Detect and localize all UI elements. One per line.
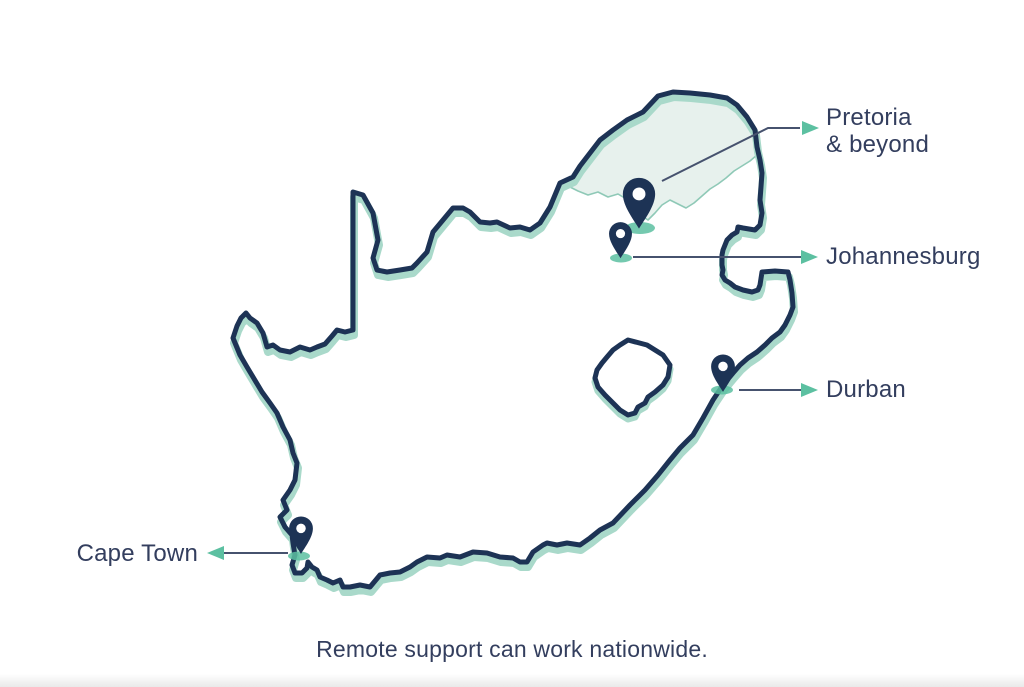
johannesburg-label: Johannesburg [826,243,981,270]
pretoria-pin-base [625,222,655,234]
johannesburg-arrow-head-icon [801,250,818,264]
durban-label: Durban [826,376,906,403]
durban-arrow-head-icon [801,383,818,397]
cape-town-arrow-head-icon [207,546,224,560]
pretoria-arrow-head-icon [802,121,819,135]
cape-town-label: Cape Town [76,540,198,567]
pretoria-label-line1: Pretoria [826,104,912,131]
pretoria-label: Pretoria & beyond [826,104,929,158]
pretoria-label-line2: & beyond [826,131,930,158]
south-africa-outline [230,89,796,590]
cape-town-pin-base [288,551,310,561]
lesotho-enclave-outline [592,337,673,418]
pretoria-connector-line [661,127,800,182]
bottom-edge-divider [0,674,1024,687]
nationwide-caption: Remote support can work nationwide. [316,636,708,662]
johannesburg-pin-base [610,253,632,263]
